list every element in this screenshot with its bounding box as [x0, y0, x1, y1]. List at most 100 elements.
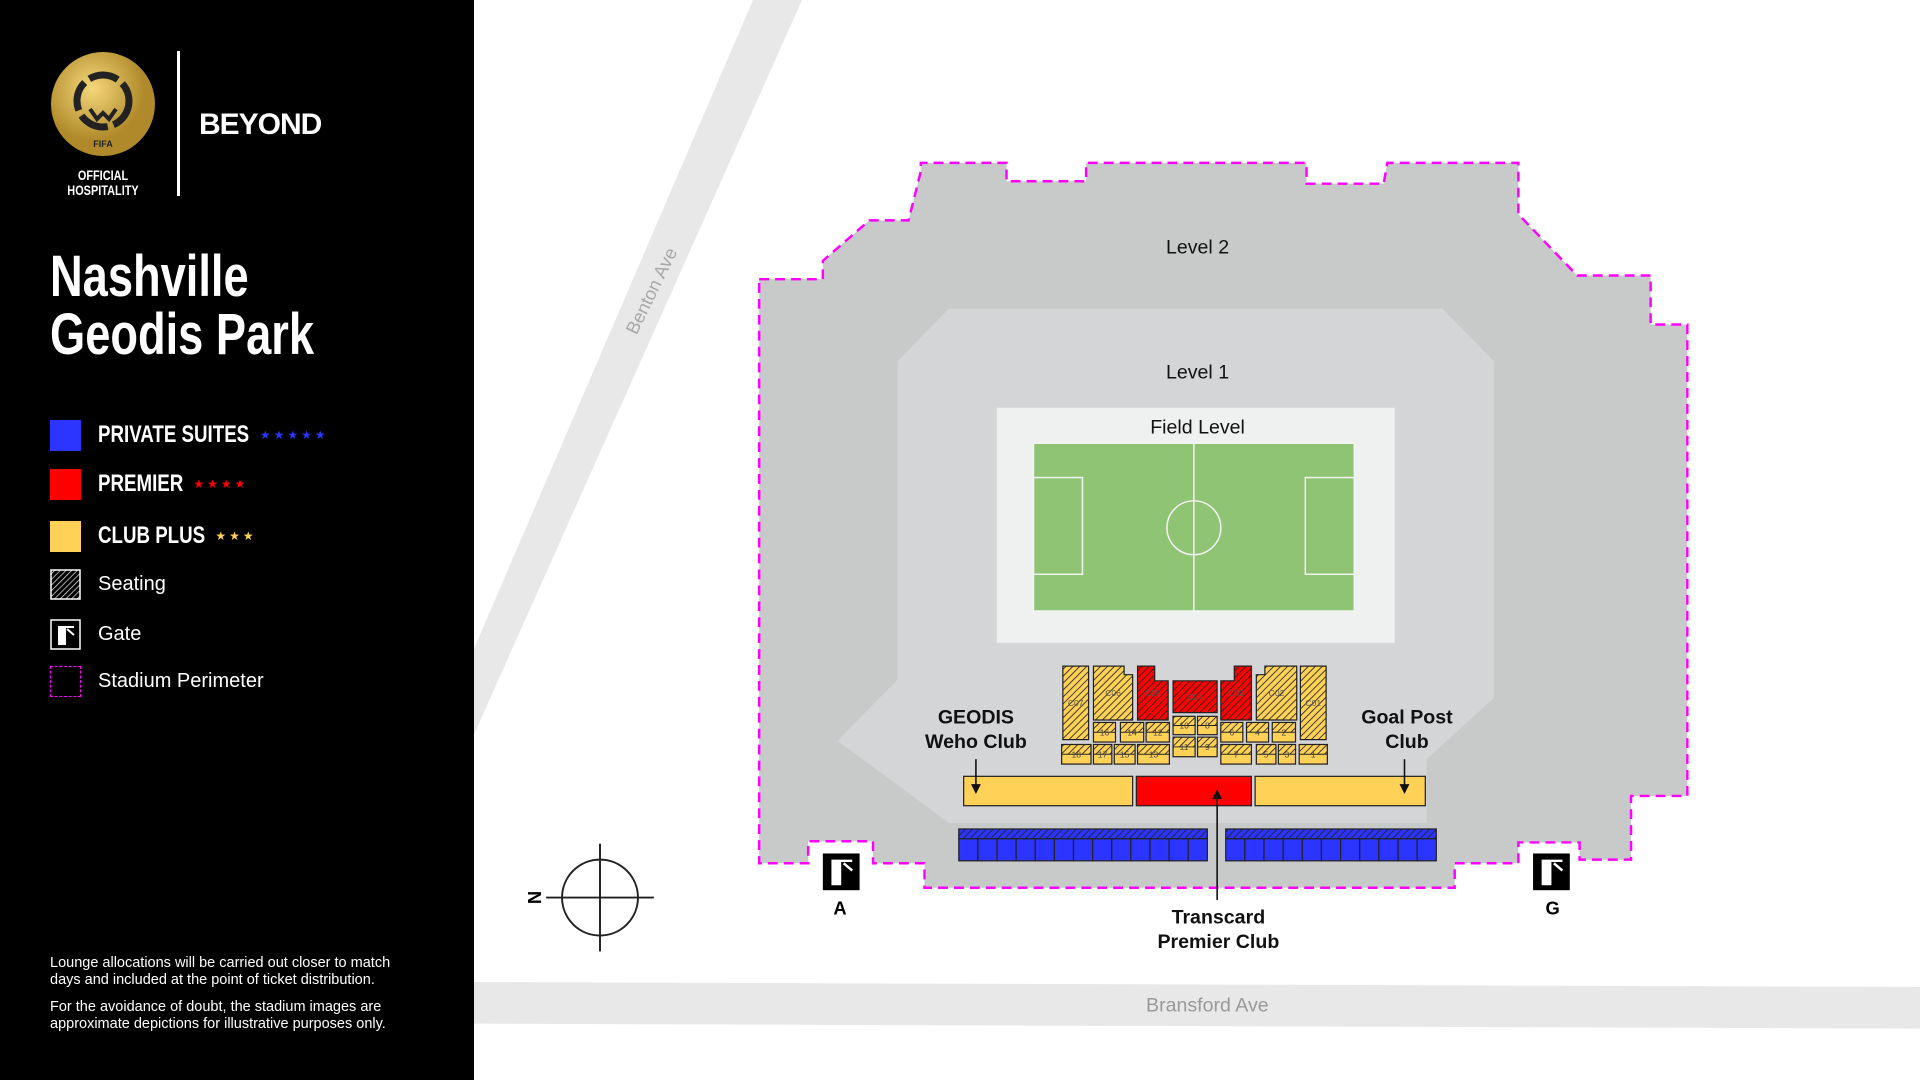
private-suite[interactable] — [1397, 838, 1418, 862]
private-suite[interactable] — [1263, 838, 1284, 862]
gate-g[interactable]: G — [1533, 853, 1570, 919]
private-suite[interactable] — [1149, 838, 1170, 862]
seat-block-C05[interactable]: C05 — [1136, 665, 1169, 721]
private-suite[interactable] — [1130, 838, 1151, 862]
geodis-weho-club-lounge[interactable] — [963, 775, 1134, 807]
seat-block-b15[interactable]: 15 — [1113, 743, 1136, 765]
seat-block-C07[interactable]: C07 — [1062, 665, 1090, 741]
seat-block-b17[interactable]: 17 — [1092, 743, 1113, 765]
geodis-label-line1: GEODIS — [938, 707, 1014, 729]
official-hospitality-label: OFFICIAL HOSPITALITY — [64, 168, 142, 198]
seat-block-label: 12 — [1153, 727, 1163, 737]
private-suite[interactable] — [1168, 838, 1189, 862]
seat-block-b16[interactable]: 16 — [1092, 721, 1117, 743]
compass-icon — [546, 843, 654, 952]
legend-stadium-perimeter: Stadium Perimeter — [50, 665, 264, 697]
private-suite[interactable] — [1111, 838, 1132, 862]
gate-g-label: G — [1546, 898, 1560, 919]
seat-block-b10[interactable]: 10 — [1172, 715, 1196, 736]
legend-label: PRIVATE SUITES — [98, 421, 250, 448]
seat-block-b6[interactable]: 6 — [1220, 721, 1244, 743]
seat-block-b12[interactable]: 12 — [1145, 721, 1170, 743]
private-suite[interactable] — [1301, 838, 1323, 862]
logo-divider — [177, 51, 180, 196]
seat-block-label: 8 — [1205, 721, 1210, 731]
logo-fifa-text: FIFA — [93, 139, 113, 149]
seat-block-label: 7 — [1234, 749, 1239, 759]
private-suite[interactable] — [1187, 838, 1208, 862]
seat-block-C04[interactable]: C04 — [1172, 680, 1218, 714]
private-suite[interactable] — [1359, 838, 1380, 862]
seat-block-b13[interactable]: 13 — [1136, 743, 1171, 765]
seat-block-b18[interactable]: 18 — [1061, 743, 1092, 765]
private-suite[interactable] — [1378, 838, 1399, 862]
level-1-label: Level 1 — [1166, 361, 1229, 383]
club-plus-swatch — [50, 520, 81, 552]
seat-block-b7[interactable]: 7 — [1220, 743, 1253, 765]
private-suite[interactable] — [1015, 838, 1036, 862]
seat-block-label: 1 — [1311, 749, 1316, 759]
suite-row-1 — [958, 828, 1208, 862]
seat-block-b2[interactable]: 2 — [1271, 721, 1297, 743]
private-suite[interactable] — [1244, 838, 1265, 862]
footer-note-lounge: Lounge allocations will be carried out c… — [50, 955, 391, 988]
legend-label: Gate — [98, 622, 142, 645]
seat-block-b1[interactable]: 1 — [1298, 743, 1328, 765]
goalpost-label-line1: Goal Post — [1361, 707, 1453, 729]
legend-label: CLUB PLUS — [98, 522, 206, 549]
legend-label: Stadium Perimeter — [98, 669, 264, 692]
title-line2: Geodis Park — [50, 302, 315, 367]
compass-north-label: N — [524, 891, 545, 904]
seat-block-label: 10 — [1179, 721, 1189, 731]
private-suite[interactable] — [1416, 838, 1437, 862]
seat-block-label: 14 — [1127, 727, 1137, 737]
field-level-label: Field Level — [1150, 416, 1245, 438]
private-suite[interactable] — [1034, 838, 1055, 862]
seat-block-C03[interactable]: C03 — [1220, 665, 1253, 721]
private-suite[interactable] — [1282, 838, 1303, 862]
seat-block-b3[interactable]: 3 — [1277, 743, 1297, 765]
seat-block-label: C06 — [1105, 688, 1121, 698]
seat-block-label: 13 — [1149, 749, 1159, 759]
goal-post-club-lounge[interactable] — [1254, 775, 1426, 807]
hatch-icon — [50, 568, 81, 600]
legend-private-suites: PRIVATE SUITES ★★★★★ — [50, 419, 329, 451]
seat-block-b8[interactable]: 8 — [1196, 715, 1218, 736]
seat-block-label: C05 — [1145, 688, 1161, 698]
seat-block-label: 16 — [1100, 727, 1110, 737]
star-rating-icon: ★★★★★ — [259, 428, 329, 442]
seat-block-b5[interactable]: 5 — [1255, 743, 1277, 765]
private-suite[interactable] — [996, 838, 1017, 862]
beyond-brand-logo: BEYOND — [199, 108, 322, 141]
geodis-label-line2: Weho Club — [925, 731, 1027, 753]
legend-seating: Seating — [50, 568, 166, 600]
seat-block-b11[interactable]: 11 — [1172, 736, 1196, 758]
transcard-label-line2: Premier Club — [1157, 931, 1279, 953]
seat-block-C02[interactable]: C02 — [1255, 665, 1298, 721]
private-suite[interactable] — [958, 838, 979, 862]
seat-block-label: C01 — [1305, 698, 1321, 708]
seat-block-b9[interactable]: 9 — [1196, 736, 1218, 758]
private-suite[interactable] — [977, 838, 998, 862]
gate-a[interactable]: A — [822, 853, 860, 919]
transcard-premier-club-lounge[interactable] — [1135, 775, 1253, 807]
page-title: Nashville Geodis Park — [50, 248, 314, 364]
private-suite[interactable] — [1320, 838, 1342, 862]
private-suite[interactable] — [1072, 838, 1094, 862]
seat-block-b14[interactable]: 14 — [1119, 721, 1145, 743]
private-suite[interactable] — [1053, 838, 1075, 862]
logo-sub-line1: OFFICIAL — [77, 167, 129, 183]
legend-club-plus: CLUB PLUS ★★★ — [50, 520, 257, 552]
seat-block-label: C07 — [1068, 698, 1084, 708]
gate-a-label: A — [833, 898, 846, 919]
premier-swatch — [50, 468, 81, 500]
seat-block-b4[interactable]: 4 — [1245, 721, 1270, 743]
seat-block-C01[interactable]: C01 — [1299, 665, 1327, 741]
private-suite[interactable] — [1339, 838, 1361, 862]
seat-block-label: 15 — [1120, 749, 1130, 759]
private-suite[interactable] — [1092, 838, 1113, 862]
seat-block-C06[interactable]: C06 — [1092, 665, 1134, 721]
private-suite[interactable] — [1225, 838, 1246, 862]
